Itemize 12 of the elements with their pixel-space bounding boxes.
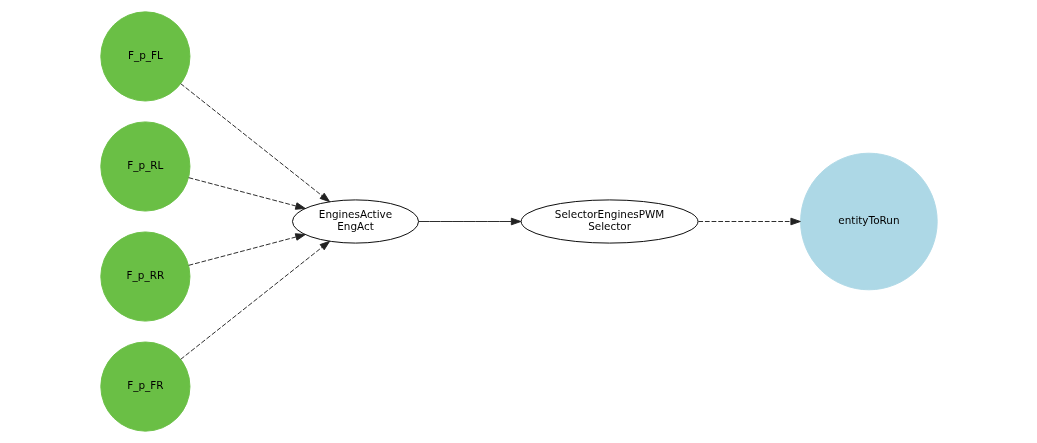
arrow	[187, 233, 306, 266]
node-circle: F_p_FL	[99, 11, 190, 102]
node-circle: F_p_RR	[99, 231, 190, 322]
arrow	[179, 240, 330, 360]
arrow	[179, 83, 330, 203]
node-circle: F_p_FR	[99, 341, 190, 432]
node-circle: entityToRun	[799, 152, 938, 291]
arrow	[697, 217, 801, 226]
arrow	[187, 177, 306, 210]
arrow	[417, 217, 521, 226]
node-ellipse: SelectorEnginesPWM Selector	[520, 199, 698, 244]
node-circle: F_p_RL	[99, 121, 190, 212]
